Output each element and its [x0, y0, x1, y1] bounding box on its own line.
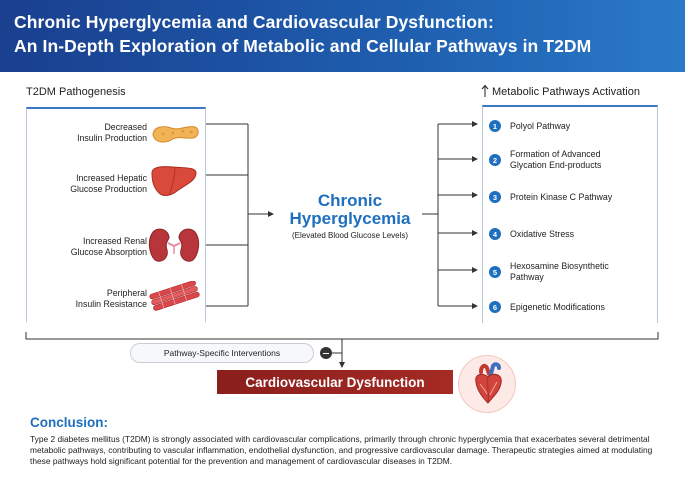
- heart-icon: [475, 362, 502, 404]
- item-label-line1: Increased Hepatic: [76, 173, 147, 183]
- pathway-number-badge: 4: [489, 228, 501, 240]
- pathway-label: Hexosamine Biosynthetic Pathway: [510, 261, 609, 283]
- pathway-number-badge: 2: [489, 154, 501, 166]
- pathogenesis-item-insulin-production: Decreased Insulin Production: [77, 122, 147, 144]
- pathway-number-badge: 1: [489, 120, 501, 132]
- pathway-label: Formation of Advanced Glycation End-prod…: [510, 149, 601, 171]
- minus-circle-icon: [320, 347, 332, 359]
- pathway-label: Protein Kinase C Pathway: [510, 192, 612, 203]
- up-arrow-icon: [481, 84, 489, 97]
- item-label-line2: Glucose Absorption: [70, 247, 147, 257]
- center-title-line2: Hyperglycemia: [289, 209, 411, 228]
- left-panel-title: T2DM Pathogenesis: [26, 86, 126, 98]
- right-panel-title: Metabolic Pathways Activation: [492, 86, 640, 98]
- pathway-label-line1: Epigenetic Modifications: [510, 301, 605, 312]
- pathway-number-badge: 5: [489, 266, 501, 278]
- pathway-label-line1: Polyol Pathway: [510, 120, 571, 131]
- pathway-number-badge: 6: [489, 301, 501, 313]
- center-title-line1: Chronic: [317, 191, 383, 210]
- muscle-icon: [149, 281, 200, 311]
- pathway-label-line2: Glycation End-products: [510, 160, 602, 170]
- header-banner: Chronic Hyperglycemia and Cardiovascular…: [0, 0, 685, 72]
- center-subtitle: (Elevated Blood Glucose Levels): [291, 231, 409, 240]
- liver-icon: [151, 166, 197, 196]
- item-label-line1: Peripheral: [106, 288, 147, 298]
- pathway-label-line2: Pathway: [510, 272, 544, 282]
- pathogenesis-item-renal-glucose: Increased Renal Glucose Absorption: [71, 236, 147, 258]
- item-label-line2: Insulin Resistance: [75, 299, 147, 309]
- pathogenesis-item-hepatic-glucose: Increased Hepatic Glucose Production: [70, 173, 147, 195]
- pathway-label-line1: Hexosamine Biosynthetic: [510, 261, 609, 271]
- interventions-pill: Pathway-Specific Interventions: [130, 343, 314, 363]
- pathway-label-line1: Protein Kinase C Pathway: [510, 191, 613, 202]
- pathway-label-line1: Oxidative Stress: [510, 228, 575, 239]
- pathway-item-4: 4 Oxidative Stress: [489, 228, 574, 240]
- item-label-line2: Insulin Production: [77, 133, 147, 143]
- kidneys-icon: [148, 228, 200, 262]
- pathway-item-3: 3 Protein Kinase C Pathway: [489, 191, 612, 203]
- pancreas-icon: [152, 126, 199, 143]
- pathway-label: Oxidative Stress: [510, 229, 574, 240]
- pathogenesis-item-insulin-resistance: Peripheral Insulin Resistance: [76, 288, 147, 310]
- conclusion-title: Conclusion:: [30, 415, 108, 430]
- item-label-line1: Increased Renal: [82, 236, 147, 246]
- pathway-label: Epigenetic Modifications: [510, 302, 605, 313]
- pathway-item-6: 6 Epigenetic Modifications: [489, 301, 605, 313]
- metabolic-pathways-panel: 1 Polyol Pathway 2 Formation of Advanced…: [482, 105, 658, 323]
- pathway-item-2: 2 Formation of Advanced Glycation End-pr…: [489, 149, 601, 171]
- pathway-item-1: 1 Polyol Pathway: [489, 120, 570, 132]
- item-label-line2: Glucose Production: [70, 184, 147, 194]
- title-line-1: Chronic Hyperglycemia and Cardiovascular…: [14, 12, 494, 32]
- conclusion-text: Type 2 diabetes mellitus (T2DM) is stron…: [30, 434, 653, 467]
- pathway-label: Polyol Pathway: [510, 121, 570, 132]
- pathway-number-badge: 3: [489, 191, 501, 203]
- pathogenesis-panel: Decreased Insulin Production Increased H…: [26, 107, 206, 322]
- cardiovascular-dysfunction-banner: Cardiovascular Dysfunction: [217, 370, 453, 394]
- heart-badge: [458, 355, 516, 413]
- item-label-line1: Decreased: [104, 122, 147, 132]
- pathway-item-5: 5 Hexosamine Biosynthetic Pathway: [489, 261, 609, 283]
- title-line-2: An In-Depth Exploration of Metabolic and…: [14, 36, 592, 56]
- pathway-label-line1: Formation of Advanced: [510, 149, 601, 159]
